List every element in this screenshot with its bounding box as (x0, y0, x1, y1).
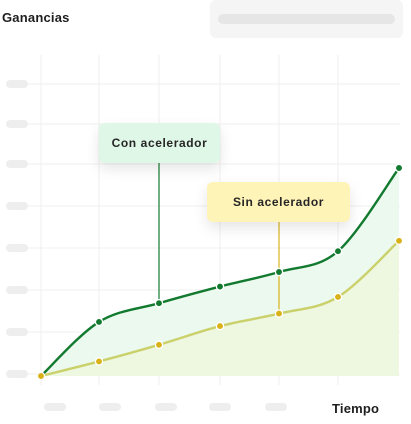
y-axis-label: Ganancias (2, 10, 70, 25)
callout-sin-acelerador: Sin acelerador (207, 182, 350, 222)
point-sin-acelerador-6 (394, 236, 404, 246)
y-tick-placeholder-0 (6, 80, 28, 88)
y-tick-placeholder-5 (6, 286, 28, 294)
callout-con-acelerador: Con acelerador (99, 123, 220, 163)
point-con-acelerador-3 (215, 282, 225, 291)
x-tick-placeholder-4 (265, 403, 287, 411)
area-fills (41, 168, 399, 376)
x-tick-placeholder-3 (209, 403, 231, 411)
point-sin-acelerador-5 (333, 292, 343, 302)
point-sin-acelerador-2 (154, 340, 164, 350)
point-con-acelerador-2 (154, 298, 164, 308)
x-axis-label: Tiempo (332, 401, 380, 416)
point-con-acelerador-5 (333, 246, 343, 256)
point-con-acelerador-4 (274, 267, 284, 277)
y-tick-placeholder-3 (6, 202, 28, 210)
point-sin-acelerador-0 (36, 371, 46, 381)
point-sin-acelerador-1 (94, 357, 104, 366)
top-placeholder-bar (210, 0, 403, 38)
y-tick-placeholder-1 (6, 120, 28, 128)
x-tick-placeholder-2 (155, 403, 177, 411)
y-tick-placeholder-2 (6, 160, 28, 168)
y-tick-placeholder-7 (6, 370, 28, 378)
point-con-acelerador-1 (94, 317, 104, 327)
x-tick-placeholder-1 (99, 403, 121, 411)
point-con-acelerador-6 (394, 163, 404, 173)
y-tick-placeholder-6 (6, 328, 28, 336)
area-sin-acelerador (41, 240, 399, 376)
x-tick-placeholder-0 (44, 403, 66, 411)
placeholder-pill (218, 14, 395, 24)
point-sin-acelerador-4 (274, 309, 284, 318)
series-markers (36, 163, 404, 381)
point-sin-acelerador-3 (215, 321, 225, 331)
y-tick-placeholder-4 (6, 244, 28, 252)
